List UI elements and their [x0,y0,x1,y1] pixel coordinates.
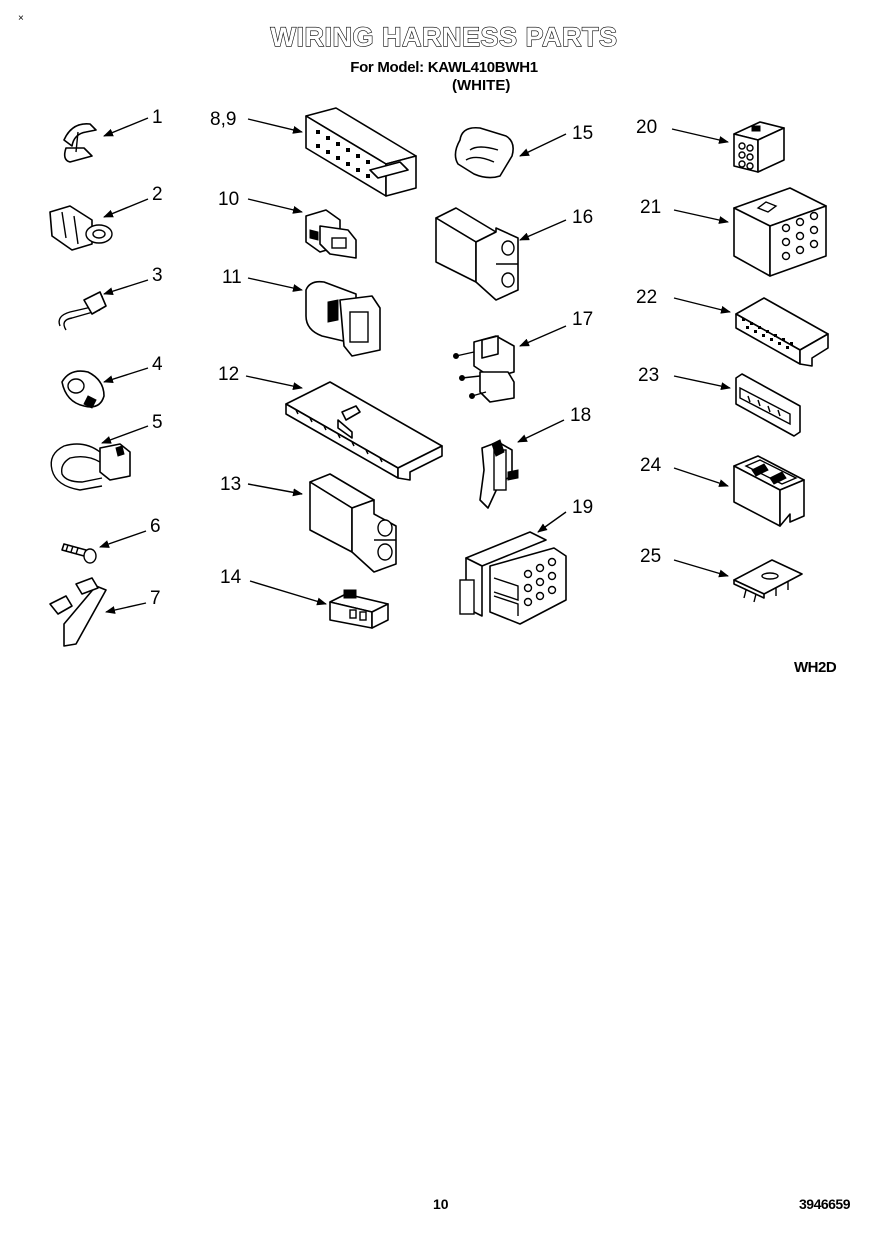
screw-icon [61,543,97,564]
part-18: 18 [479,405,591,509]
callout-23: 23 [638,365,659,386]
callout-22: 22 [636,287,657,308]
callout-25: 25 [640,546,661,567]
callout-2: 2 [152,184,163,205]
multi-pin-connector-icon [459,531,567,625]
part-22: 22 [636,287,829,367]
housing-connector-icon [305,280,381,357]
callout-3: 3 [152,265,163,286]
page-title: WIRING HARNESS PARTS [270,21,618,52]
terminal-block-icon [305,107,417,197]
callout-24: 24 [640,455,662,476]
callout-13: 13 [220,474,241,495]
part-23: 23 [638,365,801,437]
part-24: 24 [640,455,805,527]
terminal-strip-icon [285,381,443,481]
receptacle-block-icon [735,297,829,367]
callout-20: 20 [636,117,657,138]
part-17: 17 [453,309,593,403]
latch-connector-icon [479,439,519,509]
part-8-9: 8,9 [210,107,417,197]
color-line: (WHITE) [452,77,511,94]
wire-clamp-icon [49,205,113,251]
callout-21: 21 [640,197,661,218]
part-16: 16 [435,207,593,301]
model-line: For Model: KAWL410BWH1 [350,59,538,76]
part-20: 20 [636,117,785,173]
part-6: 6 [61,516,161,564]
small-connector-icon [305,209,357,259]
socket-block-icon [735,373,801,437]
six-pin-housing-icon [733,121,785,173]
callout-18: 18 [570,405,591,426]
clip-icon [63,123,97,163]
corner-mark: × [18,13,24,24]
strap-clamp-icon [50,443,131,491]
part-13: 13 [220,473,397,573]
nine-pin-housing-icon [733,187,827,277]
callout-16: 16 [572,207,593,228]
part-10: 10 [218,189,357,259]
callout-12: 12 [218,364,239,385]
part-21: 21 [640,187,827,277]
mini-connector-icon [329,589,389,629]
callout-6: 6 [150,516,161,537]
part-14: 14 [220,567,389,629]
parts-diagram: 1 2 3 4 [49,107,829,647]
callout-11: 11 [222,267,242,288]
callout-15: 15 [572,123,593,144]
circuit-board-icon [733,559,803,603]
diagram-code: WH2D [794,659,837,676]
part-25: 25 [640,546,803,603]
plug-connector-icon [435,207,519,301]
part-2: 2 [49,184,163,251]
part-7: 7 [49,577,161,647]
page-number: 10 [433,1196,449,1212]
part-19: 19 [459,497,593,625]
callout-7: 7 [150,588,161,609]
part-5: 5 [50,412,163,491]
callout-10: 10 [218,189,239,210]
callout-4: 4 [152,354,163,375]
two-way-connector-icon [309,473,397,573]
callout-1: 1 [152,107,163,128]
wire-clip-icon [58,291,107,331]
open-housing-icon [733,455,805,527]
part-4: 4 [61,354,163,409]
part-15: 15 [454,123,593,179]
part-1: 1 [63,107,163,163]
sleeve-icon [454,126,514,179]
ring-clip-icon [61,370,105,409]
callout-19: 19 [572,497,593,518]
callout-14: 14 [220,567,242,588]
callout-5: 5 [152,412,163,433]
part-12: 12 [218,364,443,481]
callout-8-9: 8,9 [210,109,236,130]
document-number: 3946659 [799,1196,851,1212]
part-3: 3 [58,265,163,331]
tie-strap-icon [49,577,107,647]
pin-connector-icon [453,335,515,403]
part-11: 11 [222,267,381,357]
callout-17: 17 [572,309,593,330]
